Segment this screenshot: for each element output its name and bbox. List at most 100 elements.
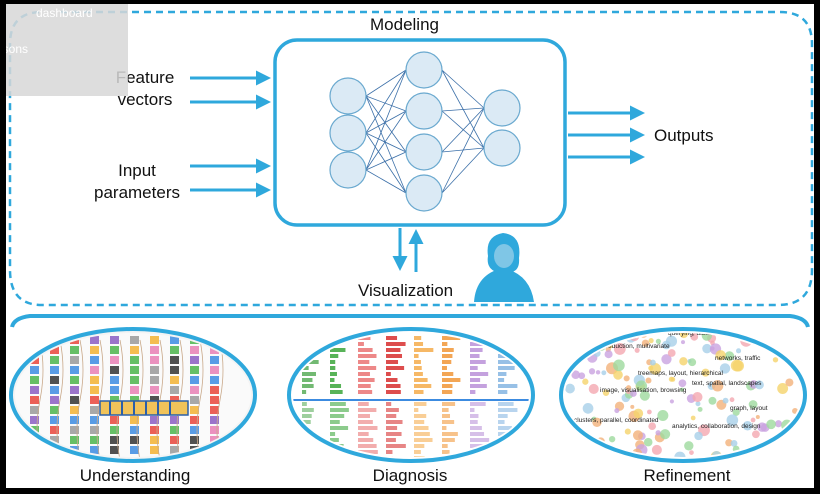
thumbnail-cell bbox=[130, 356, 139, 364]
bottom-band bbox=[10, 314, 810, 328]
network-node bbox=[405, 51, 443, 89]
refinement-tag: analytics, collaboration, design bbox=[672, 423, 761, 430]
cluster-dot bbox=[730, 359, 743, 372]
cluster-dot bbox=[646, 409, 652, 415]
cluster-dot bbox=[667, 349, 676, 357]
cluster-dot bbox=[633, 408, 644, 419]
diagnosis-bar bbox=[414, 450, 421, 454]
thumbnail-cell bbox=[110, 386, 119, 394]
network-edge bbox=[365, 69, 407, 97]
thumbnail-cell bbox=[150, 396, 159, 404]
diagnosis-bar bbox=[302, 366, 309, 370]
diagnosis-bar bbox=[498, 420, 505, 424]
input-parameters-label: Input parameters bbox=[94, 161, 180, 202]
diagnosis-bar bbox=[330, 420, 340, 424]
thumbnail-cell bbox=[70, 366, 79, 374]
overlay-text-2: isons bbox=[0, 42, 29, 56]
network-node bbox=[329, 151, 367, 189]
diagnosis-bar bbox=[442, 438, 455, 442]
cluster-dot bbox=[790, 431, 800, 441]
diagnosis-bar bbox=[330, 408, 349, 412]
thumbnail-cell bbox=[70, 426, 79, 434]
diagnosis-bar bbox=[302, 450, 313, 454]
thumbnail-cell bbox=[70, 436, 79, 444]
network-edge bbox=[441, 69, 485, 109]
thumbnail-cell bbox=[170, 446, 179, 454]
diagnosis-bar bbox=[358, 408, 377, 412]
thumbnail-cell bbox=[90, 346, 99, 354]
thumbnail-cell bbox=[170, 376, 179, 384]
thumbnail-cell bbox=[90, 376, 99, 384]
cluster-dot bbox=[774, 420, 783, 428]
diagnosis-bar bbox=[470, 402, 486, 406]
cluster-dot bbox=[684, 441, 694, 451]
diagnosis-bar bbox=[330, 450, 341, 454]
network-node bbox=[405, 92, 443, 130]
diagnosis-bar bbox=[442, 348, 454, 352]
cluster-dot bbox=[694, 431, 703, 441]
cluster-dot bbox=[748, 400, 758, 409]
refinement-tag: image, visualisation, browsing bbox=[600, 387, 687, 394]
cluster-dot bbox=[580, 341, 590, 351]
diagnosis-bar bbox=[358, 378, 375, 382]
diagnosis-bar bbox=[414, 438, 433, 442]
diagnosis-bar bbox=[414, 432, 430, 436]
diagnosis-bar bbox=[358, 360, 370, 364]
network-edge bbox=[365, 110, 407, 134]
diagnosis-bar bbox=[302, 414, 312, 418]
diagnosis-bar bbox=[442, 420, 455, 424]
diagnosis-bar bbox=[442, 444, 448, 448]
diagnosis-bar bbox=[386, 450, 393, 454]
diagnosis-bar bbox=[386, 360, 399, 364]
diagnosis-bar bbox=[470, 372, 489, 376]
cluster-dot bbox=[697, 406, 703, 412]
cluster-dot bbox=[602, 389, 610, 397]
diagnosis-bar bbox=[414, 348, 434, 352]
thumbnail-cell bbox=[90, 336, 99, 344]
cluster-dot bbox=[669, 399, 674, 404]
cluster-dot bbox=[755, 452, 766, 457]
thumbnail-link bbox=[196, 339, 204, 457]
thumbnail-cell bbox=[90, 406, 99, 414]
diagnosis-bar bbox=[470, 438, 490, 442]
thumbnail-cell bbox=[210, 416, 219, 424]
thumbnail-cell bbox=[150, 386, 159, 394]
diagnosis-bar bbox=[414, 444, 425, 448]
cluster-dot bbox=[750, 417, 756, 423]
diagnosis-bar bbox=[414, 384, 432, 388]
thumbnail-cell bbox=[70, 396, 79, 404]
diagnosis-bar bbox=[442, 342, 448, 346]
cluster-dot bbox=[630, 404, 635, 409]
thumbnail-cell bbox=[130, 346, 139, 354]
thumbnail-cell bbox=[190, 346, 199, 354]
diagnosis-bar bbox=[414, 366, 422, 370]
thumbnail-link bbox=[156, 339, 164, 457]
thumbnail-cell bbox=[170, 416, 179, 424]
cluster-dot bbox=[715, 350, 726, 361]
network-edge bbox=[365, 95, 407, 194]
cluster-dot bbox=[772, 357, 779, 363]
diagnosis-bar bbox=[442, 426, 447, 430]
cluster-dot bbox=[792, 333, 798, 334]
thumbnail-cell bbox=[30, 406, 39, 414]
thumbnail-cell bbox=[150, 366, 159, 374]
diagnosis-bar bbox=[302, 372, 316, 376]
network-node bbox=[405, 133, 443, 171]
diagnosis-bar bbox=[302, 342, 311, 346]
cluster-dot bbox=[679, 357, 688, 366]
thumbnail-cell bbox=[110, 376, 119, 384]
thumbnail-link bbox=[96, 339, 104, 457]
diagnosis-bar bbox=[442, 414, 451, 418]
cluster-dot bbox=[648, 422, 657, 431]
cluster-dot bbox=[579, 440, 589, 450]
input-arrows bbox=[190, 70, 271, 198]
thumbnail-cell bbox=[110, 366, 119, 374]
diagnosis-bar bbox=[442, 372, 454, 376]
diagnosis-bar bbox=[386, 384, 401, 388]
cluster-dot bbox=[690, 415, 696, 421]
diagnosis-bar bbox=[414, 408, 419, 412]
diagnosis-bar bbox=[498, 408, 518, 412]
cluster-dot bbox=[794, 341, 801, 349]
